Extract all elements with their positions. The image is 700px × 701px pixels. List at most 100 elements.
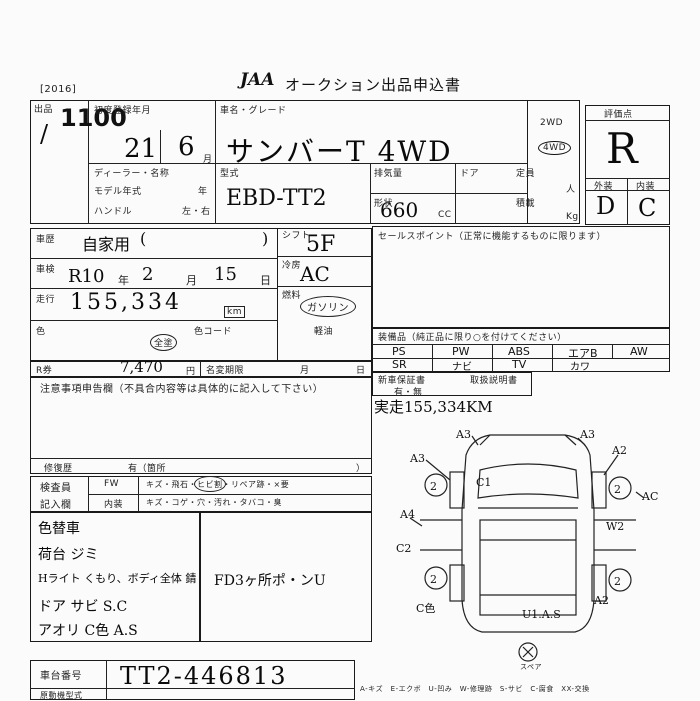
svg-text:A2: A2	[611, 444, 627, 457]
center-notes-box	[200, 512, 372, 642]
engine-model-label: 原動機型式	[40, 691, 83, 700]
svg-text:A2: A2	[593, 594, 609, 607]
form-title: オークション出品申込書	[285, 76, 462, 94]
form-year: [2016]	[40, 84, 77, 95]
usage-paren-close: )	[262, 229, 269, 248]
spec-box	[278, 228, 372, 361]
shift-label: シフト	[282, 231, 311, 241]
drive-column	[528, 100, 580, 224]
load-unit: Kg	[566, 212, 579, 222]
usage-label: 車歴	[36, 235, 56, 245]
odometer-note: 実走155,334KM	[374, 398, 493, 416]
fuel-alt: 軽油	[314, 327, 334, 337]
lot-number: 1100	[60, 104, 127, 132]
door-label: ドア	[460, 169, 480, 179]
usage-value: 自家用	[82, 235, 131, 254]
entry-label: 記入欄	[40, 500, 72, 511]
score-value: R	[606, 124, 638, 173]
name-change-label: 名変期限	[206, 366, 245, 376]
repair-history-value: 有（箇所	[128, 464, 167, 474]
fw-label: FW	[104, 479, 120, 489]
shaken-era: R10	[68, 266, 105, 287]
dealer-label: ディーラー・名称	[94, 169, 170, 179]
name-change-day-unit: 日	[356, 366, 366, 376]
shaken-label: 車検	[36, 265, 56, 275]
fuel-label: 燃料	[282, 291, 302, 301]
lot-prefix: /	[40, 120, 49, 148]
shaken-year-unit: 年	[118, 274, 130, 287]
svg-text:A3: A3	[579, 428, 595, 441]
int-label: 内装	[636, 182, 656, 192]
drive-4wd: 4WD	[538, 141, 572, 155]
equipment-label: 装備品（純正品に限り○を付けてください）	[378, 333, 567, 343]
svg-text:C色: C色	[416, 601, 435, 615]
inspector-int-label: 内装	[104, 500, 124, 510]
score-label: 評価点	[604, 110, 633, 120]
drive-2wd: 2WD	[540, 118, 564, 128]
car-name-label: 車名・グレード	[220, 106, 287, 116]
first-reg-year: 21	[124, 134, 158, 164]
equip-aw: AW	[630, 345, 648, 358]
equip-tv: TV	[512, 358, 527, 371]
fw-chip-circle	[194, 476, 226, 492]
svg-text:A3: A3	[409, 452, 425, 465]
svg-text:AC: AC	[641, 490, 658, 503]
equip-ps: PS	[392, 345, 406, 358]
mileage-unit: km	[224, 306, 245, 318]
shaken-day-unit: 日	[260, 274, 272, 287]
recycle-unit: 円	[186, 367, 196, 377]
svg-text:2: 2	[614, 575, 621, 588]
repair-history-label: 修復歴	[44, 464, 73, 474]
lot-label: 出品	[34, 105, 54, 115]
inspector-note-4: ドア サビ S.C	[38, 599, 128, 615]
svg-text:2: 2	[614, 483, 621, 496]
form-label: 形状	[374, 199, 394, 209]
equip-leather: カワ	[570, 362, 590, 373]
equip-navi: ナビ	[452, 362, 472, 373]
seating-label: 定員	[516, 169, 536, 179]
recycle-label: R券	[36, 366, 53, 376]
sales-point-box	[372, 226, 670, 328]
inspector-note-2: 荷台 ジミ	[38, 547, 99, 563]
spare-label: スペア	[520, 663, 543, 671]
recycle-box	[30, 361, 372, 377]
inspector-note-1: 色替車	[38, 521, 80, 537]
shaken-day: 15	[214, 264, 237, 285]
handle-options: 左・右	[182, 207, 211, 217]
cc-value: 660	[380, 198, 419, 222]
equip-sr: SR	[392, 358, 407, 371]
damage-legend: A-キズ E-エクボ U-凹み W-修理跡 S-サビ C-腐食 XX-交換	[360, 685, 590, 693]
int-score: C	[638, 194, 657, 222]
chassis-number: TT2-446813	[120, 662, 288, 690]
inspector-note-3: Hライト くもり、ボディ全体 錆	[38, 572, 197, 585]
equipment-box	[372, 328, 670, 372]
cc-label: 排気量	[374, 169, 403, 179]
shift-value: 5F	[306, 232, 336, 257]
mileage-value: 155,334	[70, 290, 182, 315]
equip-pw: PW	[452, 345, 470, 358]
first-reg-label: 初度登録年月	[94, 106, 152, 116]
handle-label: ハンドル	[94, 207, 133, 217]
svg-text:U1.A.S: U1.A.S	[522, 608, 561, 621]
model-year-unit: 年	[198, 187, 208, 197]
center-note: FD3ヶ所ポ・ンU	[214, 573, 326, 589]
load-label: 積載	[516, 199, 536, 209]
shaken-month-unit: 月	[186, 274, 198, 287]
color-code-label: 色コード	[194, 327, 233, 337]
warranty-label: 新車保証書	[378, 376, 426, 386]
model-code-label: 型式	[220, 169, 240, 179]
inspector-label: 検査員	[40, 483, 72, 494]
inspector-int-options: キズ・コゲ・穴・汚れ・タバコ・臭	[146, 498, 282, 507]
svg-text:2: 2	[430, 573, 437, 586]
equip-airbag: エアB	[568, 347, 598, 360]
ac-value: AC	[300, 262, 330, 286]
usage-paren-open: (	[140, 229, 147, 248]
first-reg-month: 6	[178, 132, 195, 162]
svg-text:A3: A3	[455, 428, 471, 441]
ext-score: D	[596, 192, 616, 220]
sales-point-label: セールスポイント（正常に機能するものに限ります）	[378, 232, 607, 242]
svg-text:C2: C2	[396, 542, 411, 555]
model-year-label: モデル年式	[94, 187, 142, 197]
svg-text:A4: A4	[399, 508, 415, 521]
recycle-value: 7,470	[120, 358, 163, 376]
